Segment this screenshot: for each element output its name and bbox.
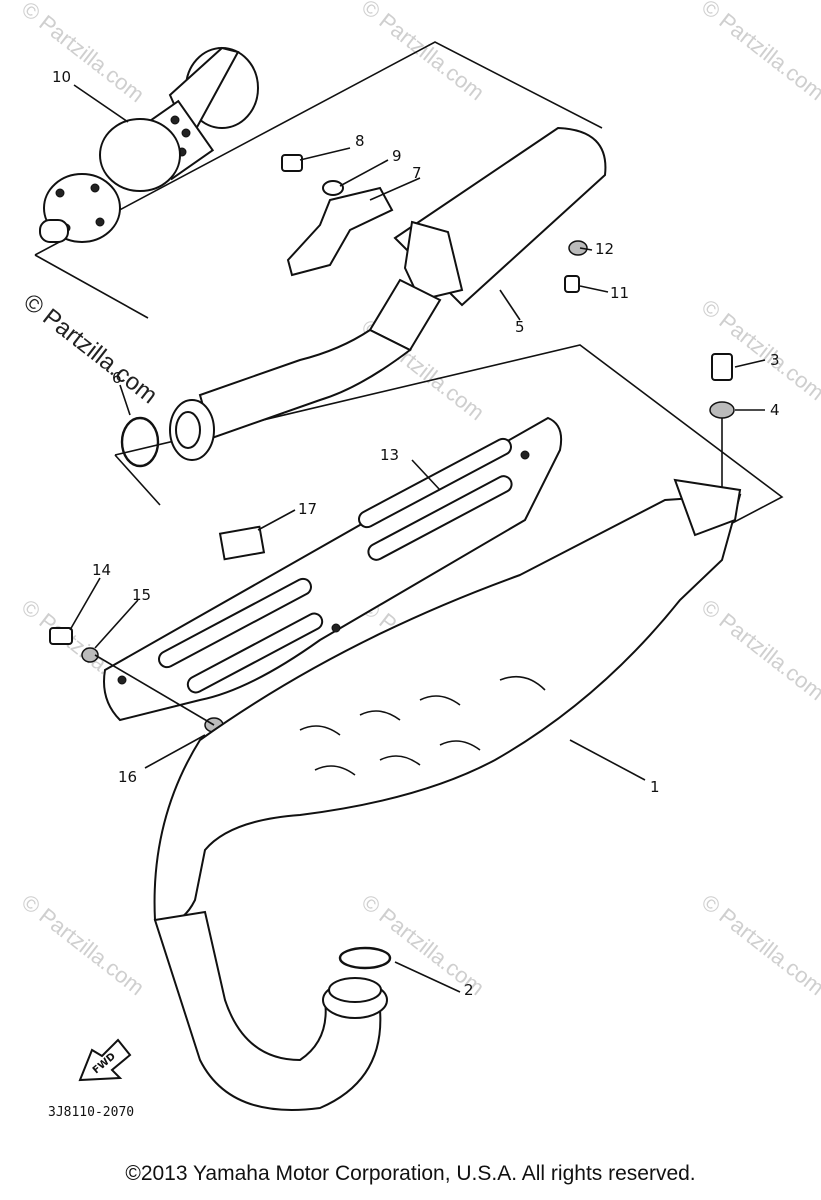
bolt — [49, 627, 73, 645]
watermark: © Partzilla.com — [17, 889, 149, 1000]
callout-7: 7 — [412, 164, 422, 182]
silencer-insert — [39, 46, 259, 243]
callout-9: 9 — [392, 147, 402, 165]
gasket-ring — [120, 416, 160, 468]
callout-4: 4 — [770, 401, 780, 419]
callout-16: 16 — [118, 768, 137, 786]
callout-13: 13 — [380, 446, 399, 464]
watermark: © Partzilla.com — [697, 294, 821, 405]
expansion-chamber — [153, 478, 742, 1111]
callout-3: 3 — [770, 351, 780, 369]
callout-6: 6 — [112, 369, 122, 387]
callout-11: 11 — [610, 284, 629, 302]
washer — [322, 180, 344, 196]
diagram-code: 3J8110-2070 — [48, 1105, 134, 1120]
lower-assembly-frame — [114, 344, 784, 541]
watermark: © Partzilla.com — [357, 0, 489, 105]
callout-12: 12 — [595, 240, 614, 258]
bolt — [281, 154, 303, 172]
callouts: 10 8 9 7 12 11 5 6 3 4 13 17 14 15 16 1 … — [52, 68, 780, 999]
callout-10: 10 — [52, 68, 71, 86]
forward-arrow: FWD — [78, 1038, 132, 1082]
callout-2: 2 — [464, 981, 474, 999]
callout-17: 17 — [298, 500, 317, 518]
bolt — [711, 353, 733, 381]
bolt — [564, 275, 580, 293]
washer — [568, 240, 588, 256]
gasket-ring — [338, 946, 392, 970]
muffler-bracket — [286, 186, 394, 277]
watermark: © Partzilla.com — [697, 0, 821, 105]
leader-lines — [69, 84, 766, 993]
caution-label — [218, 525, 266, 561]
upper-assembly-frame — [34, 41, 603, 319]
leader-line — [94, 654, 215, 726]
heat-protector — [103, 416, 563, 722]
copyright-notice: ©2013 Yamaha Motor Corporation, U.S.A. A… — [125, 1162, 696, 1185]
muffler-body — [169, 126, 607, 461]
watermark-side: © Partzilla.com — [18, 288, 162, 409]
callout-15: 15 — [132, 586, 151, 604]
callout-14: 14 — [92, 561, 111, 579]
washer — [709, 401, 735, 419]
watermark: © Partzilla.com — [697, 594, 821, 705]
callout-5: 5 — [515, 318, 525, 336]
washer — [81, 647, 99, 663]
watermark: © Partzilla.com — [697, 889, 821, 1000]
callout-8: 8 — [355, 132, 365, 150]
callout-1: 1 — [650, 778, 660, 796]
